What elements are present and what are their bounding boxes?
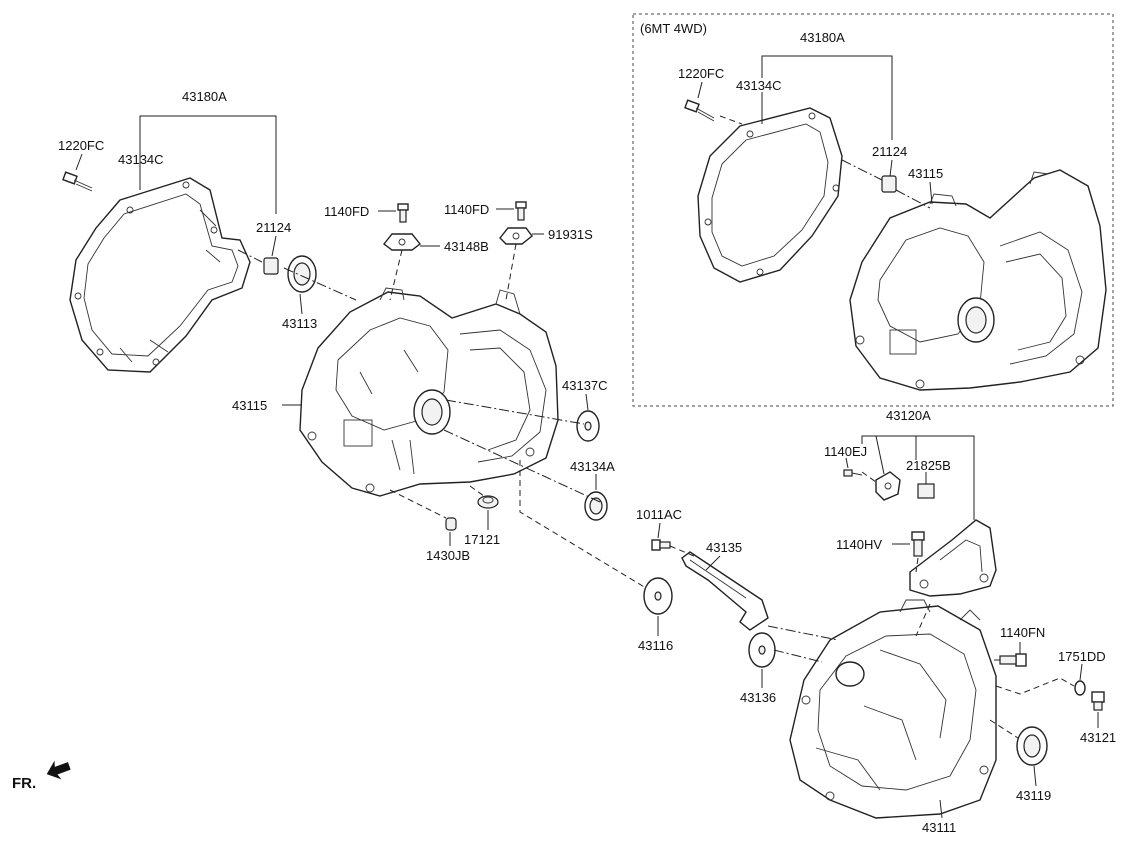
callout-91931s: 91931S bbox=[548, 227, 593, 242]
callout-1140ej: 1140EJ bbox=[824, 444, 867, 459]
callout-21825b: 21825B bbox=[906, 458, 951, 473]
bolt-1220fc-left bbox=[62, 171, 93, 192]
gasket-43134c-right bbox=[697, 107, 843, 283]
callout-43115-right: 43115 bbox=[908, 166, 943, 181]
washer-1751dd bbox=[1074, 680, 1086, 696]
callout-1751dd: 1751DD bbox=[1058, 649, 1106, 664]
gasket-43134c-left bbox=[69, 177, 251, 373]
washer-43116 bbox=[643, 577, 673, 615]
front-label: FR. bbox=[12, 775, 36, 792]
callout-43111: 43111 bbox=[922, 820, 956, 835]
callout-21124-left: 21124 bbox=[256, 220, 291, 235]
option-box-6mt-4wd bbox=[632, 13, 1114, 407]
callout-43115-left: 43115 bbox=[232, 398, 267, 413]
alignment-lines bbox=[237, 115, 1075, 739]
bolt-1220fc-right bbox=[684, 99, 715, 122]
seal-43119 bbox=[1016, 726, 1048, 766]
callout-43134c-left: 43134C bbox=[118, 152, 164, 167]
bracket-43148b bbox=[383, 233, 421, 251]
seal-43113 bbox=[287, 255, 317, 293]
callout-43135: 43135 bbox=[706, 540, 742, 555]
callout-43134a: 43134A bbox=[570, 459, 615, 474]
callout-43116: 43116 bbox=[638, 638, 673, 653]
bolt-1140ej bbox=[843, 469, 863, 477]
callout-43148b: 43148B bbox=[444, 239, 489, 254]
dowel-21124-left bbox=[263, 257, 279, 275]
bracket-43120a bbox=[909, 519, 997, 597]
callout-21124-right: 21124 bbox=[872, 144, 907, 159]
callout-1011ac: 1011AC bbox=[636, 507, 682, 522]
callout-1220fc-right: 1220FC bbox=[678, 66, 724, 81]
callout-43120a: 43120A bbox=[886, 408, 931, 423]
callout-43119: 43119 bbox=[1016, 788, 1051, 803]
callout-1140fn: 1140FN bbox=[1000, 625, 1045, 640]
callout-43134c-right: 43134C bbox=[736, 78, 782, 93]
callout-43137c: 43137C bbox=[562, 378, 608, 393]
callout-17121: 17121 bbox=[464, 532, 500, 547]
plug-1430jb bbox=[445, 517, 457, 531]
bolt-1140hv bbox=[911, 531, 925, 557]
callout-1220fc-left: 1220FC bbox=[58, 138, 104, 153]
callout-43121: 43121 bbox=[1080, 730, 1116, 745]
bolt-1140fd-a bbox=[397, 203, 409, 223]
bolt-1140fd-b bbox=[515, 201, 527, 221]
magnet-17121 bbox=[477, 495, 499, 509]
callout-43180a-left: 43180A bbox=[182, 89, 227, 104]
bushing-21825b bbox=[917, 483, 935, 499]
seal-43134a bbox=[584, 491, 608, 521]
callout-43180a-right: 43180A bbox=[800, 30, 845, 45]
leader-lines bbox=[75, 55, 1099, 819]
callout-43113: 43113 bbox=[282, 316, 317, 331]
bracket-piece bbox=[875, 471, 901, 501]
bolt-1011ac bbox=[651, 539, 671, 551]
dowel-21124-right bbox=[881, 175, 897, 193]
option-box-title: (6MT 4WD) bbox=[640, 21, 707, 36]
callout-1140fd-b: 1140FD bbox=[444, 202, 489, 217]
transmission-case-43111 bbox=[789, 599, 997, 819]
callout-1140hv: 1140HV bbox=[836, 537, 882, 552]
callout-43136: 43136 bbox=[740, 690, 776, 705]
bracket-91931s bbox=[499, 227, 533, 245]
plug-43121 bbox=[1091, 691, 1105, 711]
callout-1430jb: 1430JB bbox=[426, 548, 470, 563]
washer-43136 bbox=[748, 632, 776, 668]
fork-43135 bbox=[681, 551, 769, 631]
bolt-1140fn bbox=[999, 653, 1027, 667]
front-arrow-icon bbox=[46, 760, 71, 780]
clutch-housing-43115-left bbox=[299, 287, 559, 497]
front-direction-marker: FR. bbox=[12, 760, 71, 792]
clutch-housing-43115-right bbox=[849, 169, 1107, 391]
callout-1140fd-a: 1140FD bbox=[324, 204, 369, 219]
washer-43137c bbox=[576, 410, 600, 442]
